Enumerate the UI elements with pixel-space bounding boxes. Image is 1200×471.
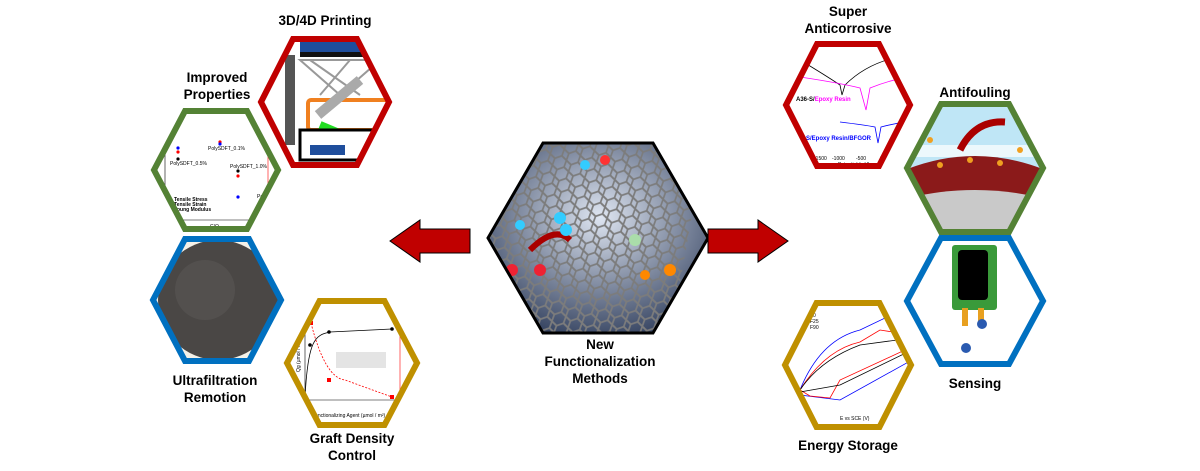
label-improved-properties-1: Improved	[187, 70, 248, 85]
x-axis-label: E vs SCE (V)	[840, 416, 870, 422]
label-anticorrosive-2: Anticorrosive	[804, 21, 892, 36]
curve-label-suffix: Epoxy Resin	[815, 97, 851, 103]
x-tick: -1500	[814, 156, 827, 162]
label-antifouling: Antifouling	[939, 85, 1010, 100]
label-graft-density-1: Graft Density	[310, 431, 395, 446]
right-arrow	[707, 219, 789, 263]
label-sensing: Sensing	[949, 376, 1002, 391]
point-label: PolySDFT_0.1%	[208, 146, 246, 152]
x-axis-label: Functionalizing Agent (µmol / m²)	[312, 413, 386, 419]
cv-chart-inset: F0 F25 F90 E vs SCE (V)	[785, 303, 911, 427]
legend-item: Tensile Strain	[174, 202, 206, 208]
anticorrosive-hexagon	[782, 41, 914, 169]
label-anticorrosive-1: Super	[829, 4, 868, 19]
label-center-1: New	[586, 337, 614, 352]
printing-hexagon	[257, 36, 393, 168]
graft-chart-inset: Functionalizing Agent (µmol / m²) Qg (µm…	[287, 301, 417, 425]
hexagon-borders	[149, 36, 1047, 430]
membrane-photo-inset	[153, 239, 281, 361]
label-ultrafiltration-2: Remotion	[184, 390, 246, 405]
curve-label-bfgor: S/Epoxy Resin/BFGOR	[806, 136, 872, 142]
antifouling-inset	[907, 104, 1043, 232]
x-tick: -500	[856, 156, 866, 162]
label-energy-storage: Energy Storage	[798, 438, 898, 453]
sensor-inset	[907, 238, 1043, 364]
label-improved-properties-2: Properties	[184, 87, 251, 102]
corrosion-chart-inset: A36-S/Epoxy Resin S/Epoxy Resin/BFGOR -1…	[786, 44, 910, 166]
y-axis-label: Qg (µmol / m²)	[296, 339, 302, 372]
x-tick: -1000	[832, 156, 845, 162]
label-3d4d-printing: 3D/4D Printing	[278, 13, 371, 28]
label-graft-density-2: Control	[328, 448, 376, 463]
legend-item: Young Modulus	[174, 207, 211, 213]
legend-item: F90	[810, 325, 819, 331]
label-center-2: Functionalization	[545, 354, 656, 369]
legend-item: Tensile Stress	[174, 197, 208, 203]
point-label: PolySDFT_0.5%	[170, 161, 208, 167]
properties-hexagon	[150, 108, 282, 232]
point-label: PolySDFT_1.0%	[230, 164, 268, 170]
label-center-3: Methods	[572, 371, 628, 386]
energy-hexagon	[781, 300, 915, 430]
antifouling-hexagon	[903, 101, 1047, 235]
ultrafiltration-hexagon	[149, 236, 285, 364]
curve-label-prefix: A36-S/	[796, 97, 815, 103]
graft-hexagon	[283, 298, 421, 428]
legend-item: F25	[810, 319, 819, 325]
label-ultrafiltration-1: Ultrafiltration	[173, 373, 258, 388]
curve-label-a36: A36-S/Epoxy Resin	[796, 97, 851, 103]
sensing-hexagon	[903, 235, 1047, 367]
left-arrow	[389, 219, 471, 263]
